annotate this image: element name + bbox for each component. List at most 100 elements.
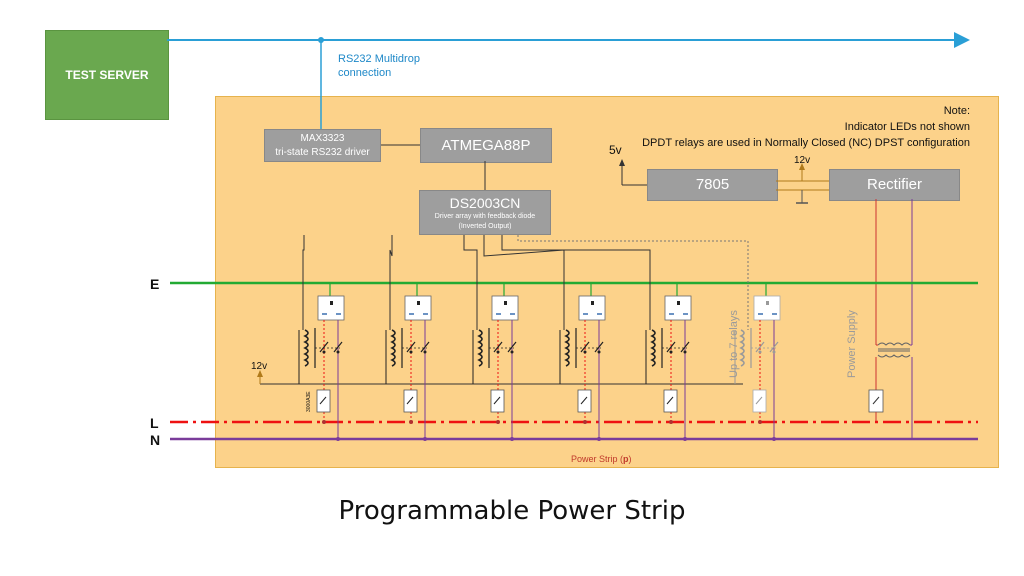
driver-wire-3 (463, 235, 478, 330)
neutral-junction-3 (510, 437, 514, 441)
socket-outlet-5 (664, 295, 692, 321)
supply-5v-label: 5v (609, 143, 622, 157)
ds2003-box: DS2003CN Driver array with feedback diod… (419, 190, 551, 235)
relay-coil-4 (564, 329, 570, 367)
relay-contact-live-5 (666, 341, 676, 353)
socket-earth-pin-4 (591, 301, 594, 305)
fuse-mark-4 (580, 396, 588, 405)
note-title: Note: (943, 105, 970, 117)
socket-outlet-2 (404, 295, 432, 321)
note-block: Note: Indicator LEDs not shown DPDT rela… (642, 103, 970, 151)
earth-line-label: E (150, 276, 160, 292)
max3323-label: MAX3323 (300, 133, 345, 144)
relay-contact-live-6 (755, 341, 765, 353)
socket-outlet-3 (491, 295, 519, 321)
fuse-mark-1 (319, 396, 327, 405)
atmega-box: ATMEGA88P (420, 128, 552, 163)
socket-earth-pin-3 (504, 301, 507, 305)
neutral-junction-1 (336, 437, 340, 441)
driver-wire-1 (302, 235, 305, 330)
relay-coil-5 (650, 329, 656, 367)
note-line-relays: DPDT relays are used in Normally Closed … (642, 137, 970, 149)
rs232-label-line2: connection (338, 67, 392, 79)
neutral-junction-2 (423, 437, 427, 441)
fuse-box-2 (403, 389, 418, 413)
test-server-box: TEST SERVER (45, 30, 169, 120)
relay-coil-6 (739, 329, 745, 367)
relay-contact-live-2 (406, 341, 416, 353)
supply-12v-arrow (799, 163, 805, 170)
neutral-junction-5 (683, 437, 687, 441)
relay-contact-dot-live-6 (758, 350, 762, 354)
test-server-label: TEST SERVER (65, 68, 149, 82)
relay-contact-live-3 (493, 341, 503, 353)
relay-contact-live-1 (319, 341, 329, 353)
relay-contact-live-4 (580, 341, 590, 353)
live-junction-6 (758, 420, 762, 424)
live-junction-5 (669, 420, 673, 424)
relay-12v-label: 12v (251, 361, 268, 372)
relay-contact-dot-neutral-4 (597, 350, 601, 354)
socket-earth-pin-2 (417, 301, 420, 305)
diagram-title: Programmable Power Strip (338, 496, 686, 526)
relay-contact-neutral-1 (333, 341, 343, 353)
fuse-box-5 (663, 389, 678, 413)
fuse-box-1 (316, 389, 331, 413)
relay-contact-dot-neutral-2 (423, 350, 427, 354)
relay-contact-dot-live-4 (583, 350, 587, 354)
fuse-box-6 (752, 389, 767, 413)
rs232-label-line1: RS232 Multidrop (338, 53, 420, 65)
relay-contact-neutral-2 (420, 341, 430, 353)
ds2003-sublabel-2: (Inverted Output) (458, 223, 512, 230)
relay-contact-dot-live-1 (322, 350, 326, 354)
live-junction-1 (322, 420, 326, 424)
socket-outlet-1 (317, 295, 345, 321)
live-junction-3 (496, 420, 500, 424)
rectifier-box: Rectifier (829, 169, 960, 201)
live-junction-2 (409, 420, 413, 424)
relay-contact-neutral-3 (507, 341, 517, 353)
ds-extra-relay-dotted-wire (517, 235, 749, 330)
socket-earth-pin-6 (766, 301, 769, 305)
regulator-label: 7805 (695, 176, 730, 193)
power-strip-label-suffix: ) (628, 454, 632, 464)
supply-12v-label: 12v (794, 155, 811, 166)
relay-contact-neutral-5 (680, 341, 690, 353)
driver-wire-5 (501, 235, 651, 330)
driver-wire-4 (483, 235, 565, 330)
atmega-label: ATMEGA88P (441, 137, 531, 154)
relay-contact-dot-live-5 (669, 350, 673, 354)
relay-contact-dot-neutral-1 (336, 350, 340, 354)
relay-contact-dot-neutral-6 (772, 350, 776, 354)
rectifier-label: Rectifier (866, 176, 922, 193)
neutral-junction-4 (597, 437, 601, 441)
relay-coil-2 (390, 329, 396, 367)
transformer-icon (876, 342, 912, 358)
relay-contact-dot-live-3 (496, 350, 500, 354)
max3323-sublabel: tri-state RS232 driver (275, 147, 370, 158)
rs232-label: RS232 Multidrop connection (338, 52, 420, 80)
power-strip-label-p: p (623, 454, 629, 464)
fuse-box-3 (490, 389, 505, 413)
relay-contact-neutral-6 (769, 341, 779, 353)
socket-outlet-6 (753, 295, 781, 321)
relay-contact-dot-neutral-3 (510, 350, 514, 354)
fuse-mark-3 (493, 396, 501, 405)
fuse-box-4 (577, 389, 592, 413)
regulator-7805-box: 7805 (647, 169, 778, 201)
socket-earth-pin-1 (330, 301, 333, 305)
psu-fuse-mark (872, 396, 880, 405)
neutral-line-label: N (150, 432, 161, 448)
relay-coil-1 (303, 329, 309, 367)
neutral-junction-6 (772, 437, 776, 441)
relay-12v-arrow (257, 370, 263, 377)
relay-channels (298, 235, 781, 441)
live-line-label: L (150, 415, 159, 431)
power-strip-label-prefix: Power Strip ( (571, 454, 624, 464)
supply-5v-arrow (619, 159, 625, 166)
power-strip-label: Power Strip (p) (571, 454, 632, 464)
fuse-mark-6 (755, 396, 763, 405)
ds2003-sublabel-1: Driver array with feedback diode (434, 213, 536, 220)
